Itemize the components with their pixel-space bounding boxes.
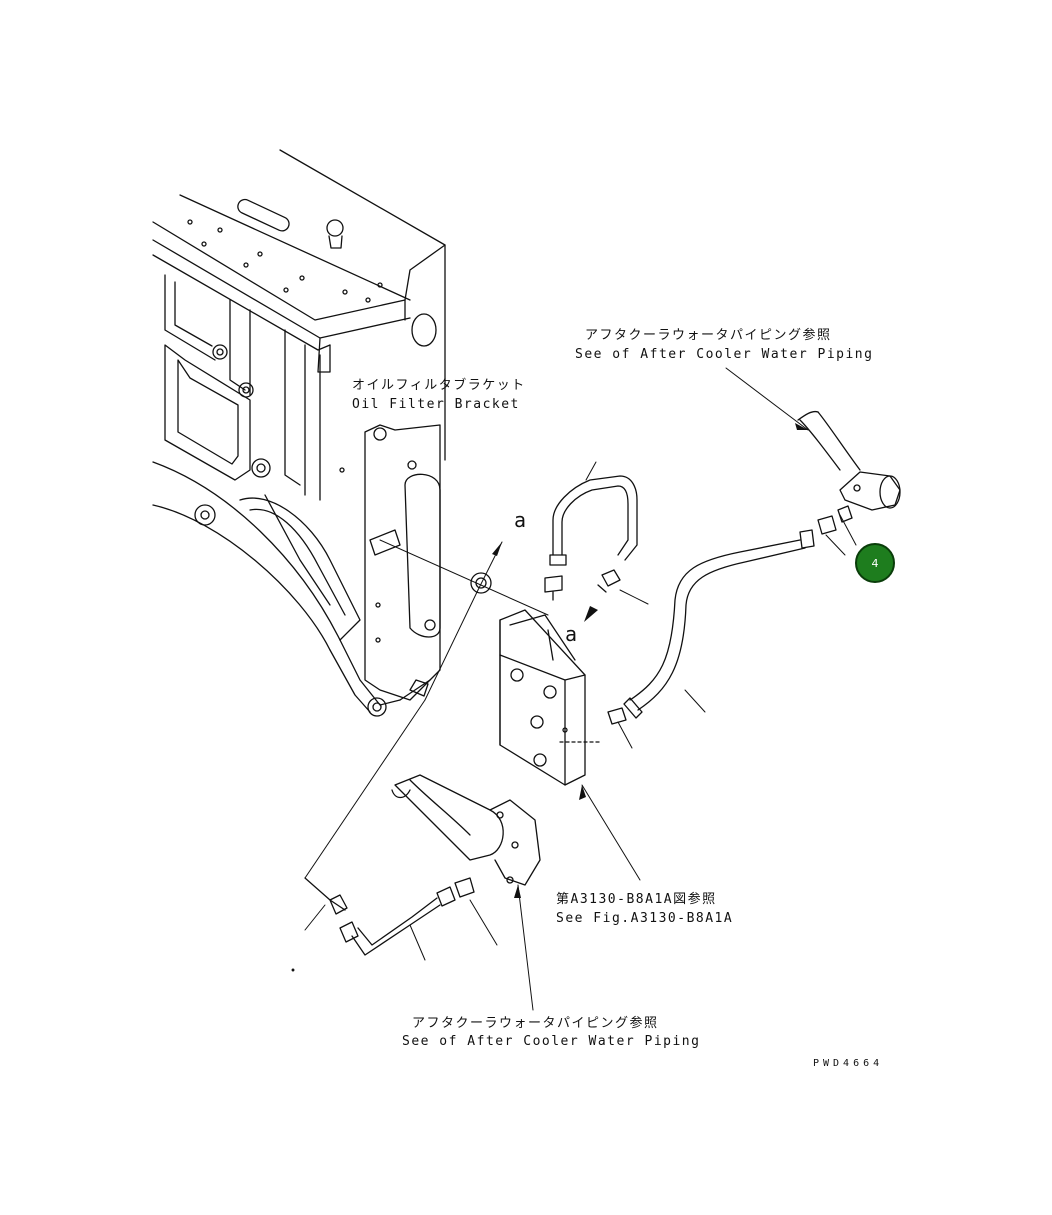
after-cooler-ref-bottom-en: See of After Cooler Water Piping bbox=[402, 1034, 701, 1049]
detail-marker-a-upper: a bbox=[514, 508, 527, 532]
detail-marker-a-lower: a bbox=[565, 622, 578, 646]
arrowheads bbox=[492, 423, 808, 898]
after-cooler-ref-top-en: See of After Cooler Water Piping bbox=[575, 347, 874, 362]
fig-ref-label-en: See Fig.A3130-B8A1A bbox=[556, 911, 734, 926]
oil-filter-bracket bbox=[339, 424, 492, 701]
oil-filter-bracket-label-en: Oil Filter Bracket bbox=[352, 397, 520, 412]
oil-cooler-block bbox=[499, 609, 601, 786]
part-callout-4[interactable]: 4 bbox=[855, 543, 895, 583]
after-cooler-ref-bottom-jp: アフタクーラウォータパイピング参照 bbox=[412, 1016, 659, 1031]
drawing-code: PWD4664 bbox=[813, 1058, 884, 1069]
fig-ref-label-jp: 第A3130-B8A1A図参照 bbox=[556, 892, 717, 907]
after-cooler-elbow bbox=[391, 774, 541, 886]
leader-lines bbox=[304, 367, 857, 1011]
engine-block bbox=[152, 149, 446, 717]
oil-filter-bracket-label-jp: オイルフィルタブラケット bbox=[352, 378, 526, 393]
oil-tube-u-bend bbox=[544, 475, 638, 601]
water-pipe-right bbox=[607, 410, 901, 725]
after-cooler-ref-top-jp: アフタクーラウォータパイピング参照 bbox=[585, 328, 832, 343]
water-pipe-lower bbox=[304, 877, 475, 956]
